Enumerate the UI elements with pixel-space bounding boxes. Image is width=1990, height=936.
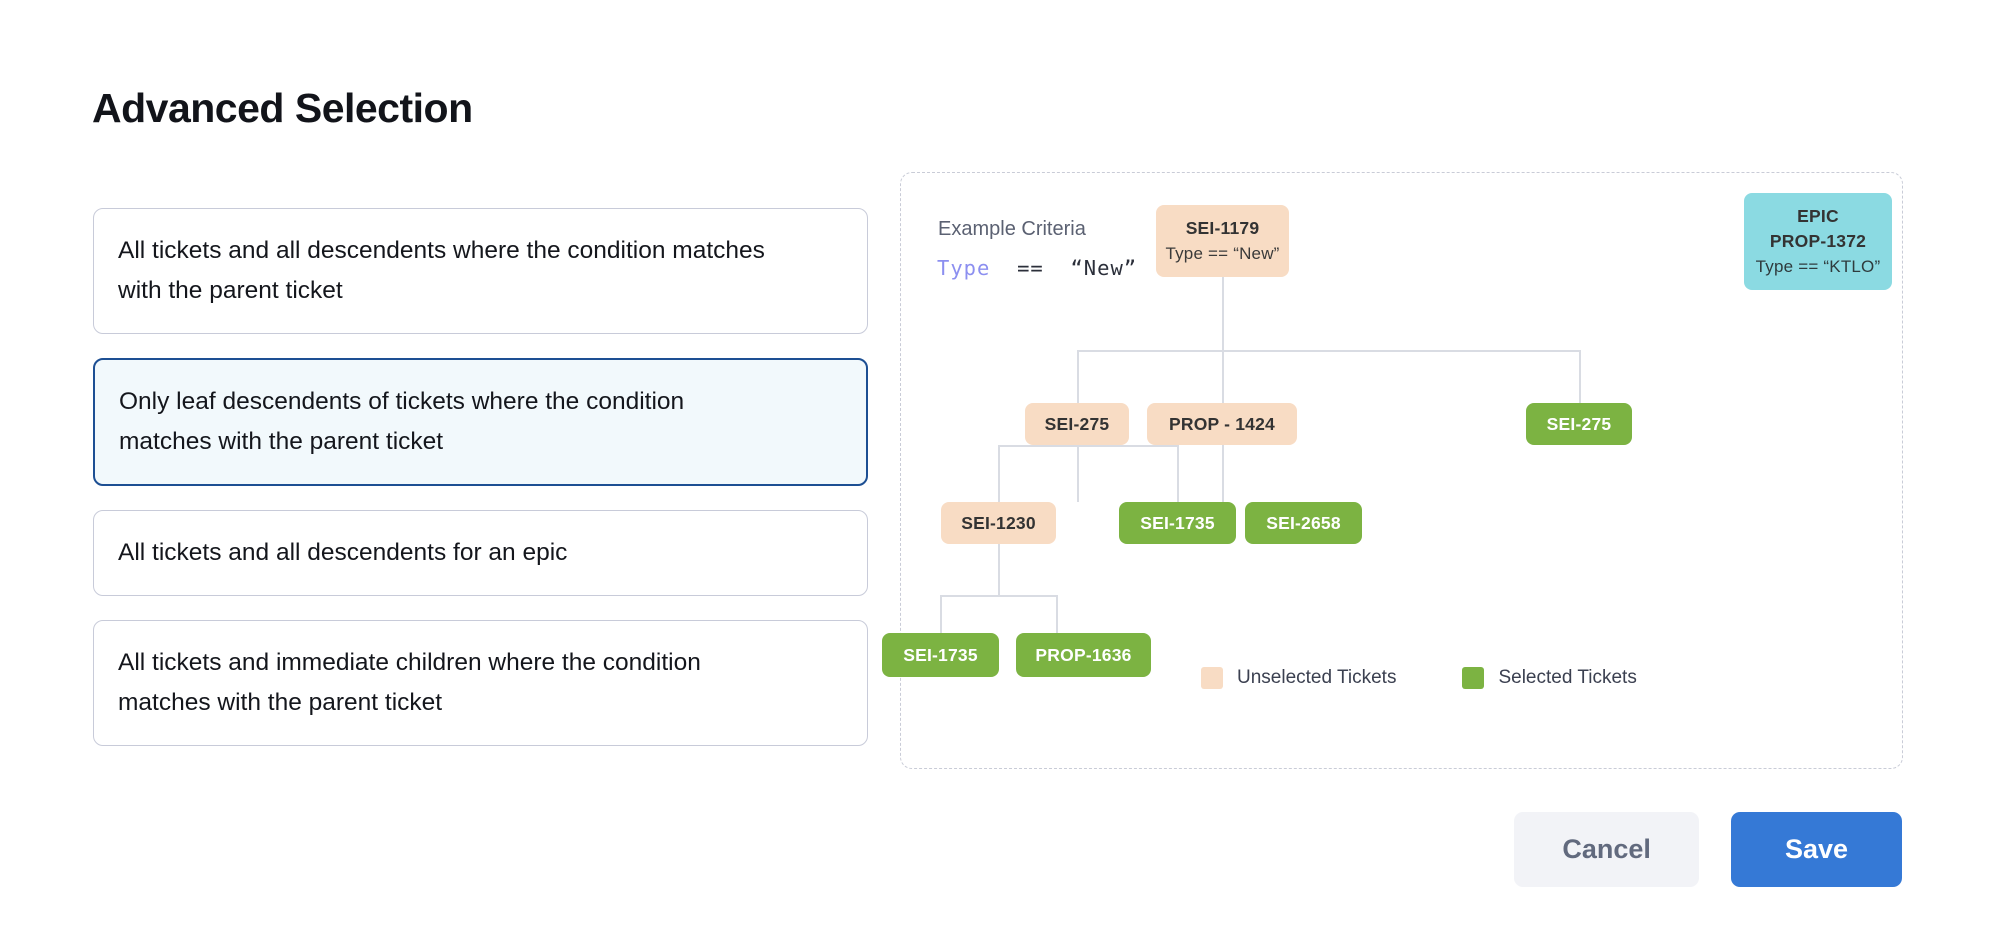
cancel-button[interactable]: Cancel <box>1514 812 1699 887</box>
option-card-all-descendents-epic[interactable]: All tickets and all descendents for an e… <box>93 510 868 596</box>
tree-node-sei-275-a[interactable]: SEI-275 <box>1025 403 1129 445</box>
tree-node-sei-1735-a[interactable]: SEI-1735 <box>1119 502 1236 544</box>
node-title: SEI-1179 <box>1185 218 1260 238</box>
legend-item-selected: Selected Tickets <box>1462 667 1637 689</box>
tree-edge <box>998 445 1000 502</box>
criteria-operator: == <box>1017 256 1044 280</box>
tree-node-prop-1636[interactable]: PROP-1636 <box>1016 633 1151 677</box>
node-title: SEI-1735 <box>903 644 978 665</box>
option-label: All tickets and all descendents for an e… <box>118 539 568 566</box>
node-title: SEI-2658 <box>1266 512 1341 533</box>
tree-node-sei-2658[interactable]: SEI-2658 <box>1245 502 1362 544</box>
tree-node-prop-1372[interactable]: EPIC PROP-1372 Type == “KTLO” <box>1744 193 1892 290</box>
legend-swatch-unselected-icon <box>1201 667 1223 689</box>
tree-edge <box>1077 350 1580 352</box>
criteria-field: Type <box>937 256 991 280</box>
selection-options-list: All tickets and all descendents where th… <box>93 208 868 770</box>
node-subtitle: Type == “New” <box>1165 244 1280 263</box>
tree-node-sei-1230[interactable]: SEI-1230 <box>941 502 1056 544</box>
tree-edge <box>940 595 942 635</box>
option-label: Only leaf descendents of tickets where t… <box>119 388 685 455</box>
tree-edge <box>1077 350 1079 403</box>
node-title: EPIC <box>1797 206 1839 226</box>
tree-edge <box>940 595 1057 597</box>
tree-edge <box>1222 445 1224 502</box>
save-button[interactable]: Save <box>1730 812 1902 887</box>
tree-node-sei-1179[interactable]: SEI-1179 Type == “New” <box>1156 205 1289 277</box>
tree-node-sei-275-b[interactable]: SEI-275 <box>1526 403 1632 445</box>
node-title: SEI-1735 <box>1140 512 1215 533</box>
node-title: SEI-275 <box>1044 413 1110 434</box>
option-card-leaf-descendents-condition[interactable]: Only leaf descendents of tickets where t… <box>93 358 868 486</box>
tree-edge <box>1579 350 1581 403</box>
option-label: All tickets and immediate children where… <box>118 649 701 716</box>
criteria-value: “New” <box>1070 256 1138 280</box>
node-title: PROP-1636 <box>1035 644 1132 665</box>
tree-edge <box>1222 350 1224 403</box>
legend-label: Unselected Tickets <box>1237 667 1397 688</box>
node-title: SEI-275 <box>1546 413 1612 434</box>
criteria-expression: Type == “New” <box>937 256 1137 280</box>
dialog-footer: Cancel Save <box>1514 812 1902 887</box>
tree-node-sei-1735-b[interactable]: SEI-1735 <box>882 633 999 677</box>
tree-edge <box>1177 445 1179 502</box>
tree-edge <box>1056 595 1058 635</box>
tree-edge <box>998 543 1000 596</box>
node-title-secondary: PROP-1372 <box>1769 231 1867 251</box>
legend-label: Selected Tickets <box>1498 667 1637 688</box>
tree-edge <box>998 445 1177 447</box>
node-title: PROP - 1424 <box>1169 413 1275 434</box>
example-diagram-panel: Example Criteria Type == “New” <box>882 172 1903 769</box>
legend-item-unselected: Unselected Tickets <box>1201 667 1396 689</box>
node-title: SEI-1230 <box>961 512 1036 533</box>
node-subtitle: Type == “KTLO” <box>1755 257 1881 276</box>
ticket-tree: SEI-1179 Type == “New” EPIC PROP-1372 Ty… <box>882 173 1902 768</box>
criteria-label: Example Criteria <box>938 218 1086 240</box>
option-card-all-descendents-condition[interactable]: All tickets and all descendents where th… <box>93 208 868 334</box>
option-label: All tickets and all descendents where th… <box>118 237 765 304</box>
legend-swatch-selected-icon <box>1462 667 1485 689</box>
option-card-immediate-children-condition[interactable]: All tickets and immediate children where… <box>93 620 868 746</box>
tree-node-prop-1424[interactable]: PROP - 1424 <box>1147 403 1297 445</box>
page-title: Advanced Selection <box>92 85 473 132</box>
diagram-legend: Unselected Tickets Selected Tickets <box>1201 667 1637 689</box>
tree-edge <box>1222 273 1224 351</box>
tree-edge <box>1077 445 1079 502</box>
